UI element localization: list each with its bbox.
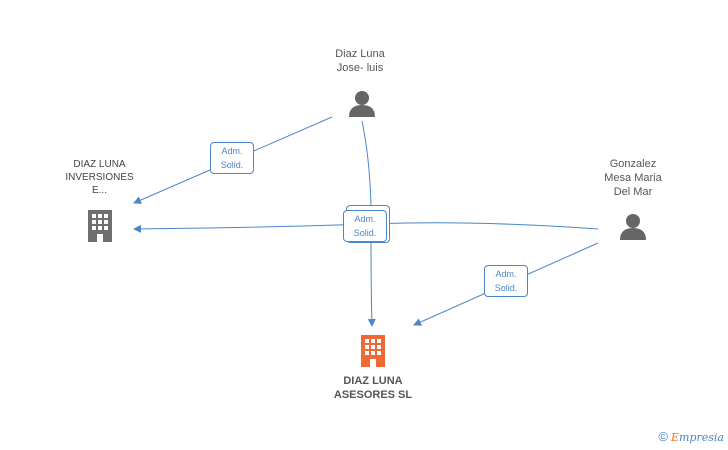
- person-gonzalez-name-line1: Gonzalez: [609, 158, 657, 170]
- person-gonzalez-name-line3: Del Mar: [613, 186, 653, 198]
- relation-badge-line2: Solid.: [353, 228, 377, 238]
- copyright-symbol: ©: [658, 429, 668, 444]
- person-icon[interactable]: [618, 212, 648, 242]
- company-main-line1: DIAZ LUNA: [343, 375, 403, 387]
- empresia-credit[interactable]: © Empresia: [658, 429, 724, 444]
- person-icon[interactable]: [347, 89, 377, 119]
- brand-name: mpresia: [679, 431, 724, 444]
- company-main-label[interactable]: DIAZ LUNA ASESORES SL: [318, 374, 428, 402]
- relation-badge-line2: Solid.: [494, 283, 518, 293]
- relation-badge-stacked[interactable]: Adm. Solid.: [343, 210, 387, 242]
- person-diaz-name-line2: Jose- luis: [336, 62, 384, 74]
- company-inversiones-line1: DIAZ LUNA: [73, 159, 126, 170]
- relation-badge-line1: Adm.: [495, 269, 517, 279]
- person-gonzalez-label[interactable]: Gonzalez Mesa Maria Del Mar: [583, 157, 683, 199]
- relation-badge-line1: Adm.: [221, 146, 243, 156]
- company-inversiones-line3: E...: [91, 185, 107, 196]
- company-inversiones-label[interactable]: DIAZ LUNA INVERSIONES E...: [52, 158, 147, 197]
- relation-badge[interactable]: Adm. Solid.: [484, 265, 528, 297]
- relation-badge[interactable]: Adm. Solid.: [210, 142, 254, 174]
- main-building-icon[interactable]: [357, 333, 389, 369]
- building-icon[interactable]: [84, 208, 116, 244]
- person-gonzalez-name-line2: Mesa Maria: [604, 172, 662, 184]
- company-main-line2: ASESORES SL: [333, 389, 413, 401]
- company-inversiones-line2: INVERSIONES: [65, 172, 134, 183]
- relation-badge-line1: Adm.: [354, 214, 376, 224]
- relation-badge-line2: Solid.: [220, 160, 244, 170]
- person-diaz-name-line1: Diaz Luna: [335, 48, 385, 60]
- person-diaz-label[interactable]: Diaz Luna Jose- luis: [310, 47, 410, 75]
- brand-initial: E: [671, 431, 680, 444]
